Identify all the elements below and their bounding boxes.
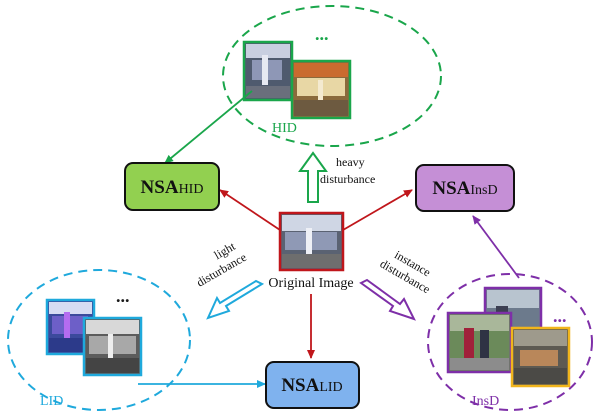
lid-thumbnail-front [82, 316, 143, 377]
lid-cluster-outline [7, 269, 191, 411]
hid-ellipsis: ... [315, 24, 329, 44]
heavy-disturbance-label: heavy disturbance [320, 155, 375, 186]
nsa-hid-label: NSAHID [141, 177, 204, 198]
nsa-insd-label: NSAInsD [432, 178, 497, 199]
hid-to-nsa-hid-arrow [164, 90, 253, 164]
insd-thumbnail-left [446, 311, 513, 374]
insd-to-nsa-insd-arrow [472, 215, 520, 279]
light-disturbance-arrow [206, 279, 265, 320]
original-image [278, 211, 345, 272]
instance-disturbance-arrow [359, 278, 416, 321]
lid-cluster-label: LID [40, 394, 63, 409]
hid-cluster-outline [222, 5, 442, 147]
lid-ellipsis: ... [116, 286, 130, 306]
hid-cluster-label: HID [272, 121, 297, 136]
insd-ellipsis: ... [553, 306, 567, 326]
lid-thumbnail-back [45, 298, 96, 356]
instance-disturbance-label: instance disturbance [378, 244, 440, 297]
heavy-disturbance-arrow [298, 151, 328, 203]
hid-thumbnail-front [290, 59, 352, 120]
original-image-label: Original Image [268, 276, 353, 291]
nsa-insd-node: NSAInsD [415, 164, 515, 212]
insd-cluster-outline [427, 273, 593, 411]
arrow-to-nsa-hid [219, 189, 281, 231]
lid-cluster: ... LID [7, 269, 191, 411]
arrow-to-nsa-insd [342, 189, 413, 231]
light-disturbance-label: light disturbance [186, 237, 248, 290]
insd-thumbnail-right [510, 326, 571, 388]
nsa-hid-node: NSAHID [124, 162, 220, 211]
hid-cluster: ... HID [222, 5, 442, 147]
insd-cluster-label: InsD [472, 394, 499, 409]
insd-cluster: ... InsD [427, 273, 593, 411]
nsa-lid-node: NSALID [265, 361, 360, 409]
nsa-lid-label: NSALID [281, 375, 342, 396]
